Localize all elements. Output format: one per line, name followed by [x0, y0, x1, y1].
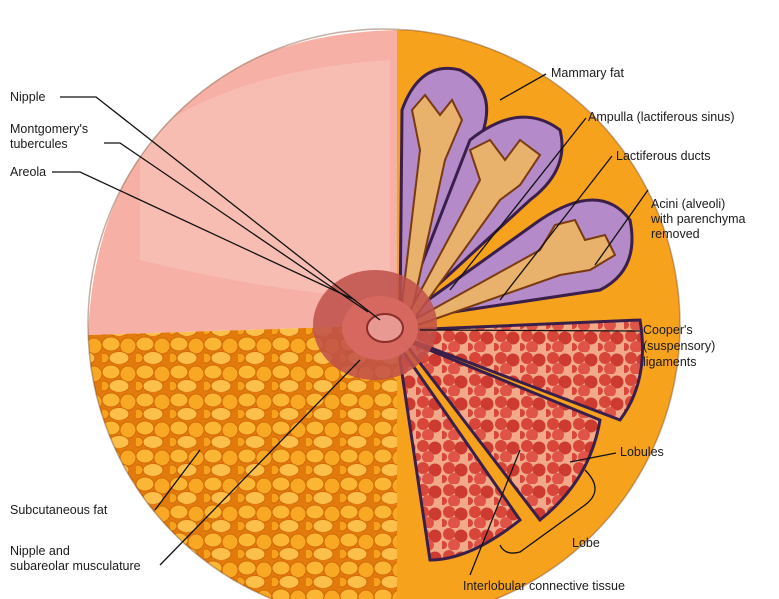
label-montgomery-2: tubercules [10, 137, 68, 151]
label-mammary-fat: Mammary fat [551, 66, 624, 80]
label-acini-2: with parenchyma [650, 212, 746, 226]
nipple [367, 314, 403, 342]
label-nipple-musculature-1: Nipple and [10, 544, 70, 558]
label-areola: Areola [10, 165, 46, 179]
label-acini-3: removed [651, 227, 700, 241]
label-coopers-2: (suspensory) [643, 339, 715, 353]
label-subcutaneous-fat: Subcutaneous fat [10, 503, 108, 517]
label-montgomery-1: Montgomery's [10, 122, 88, 136]
skin-highlight [140, 60, 390, 300]
label-acini-1: Acini (alveoli) [651, 197, 725, 211]
label-interlobular: Interlobular connective tissue [463, 579, 625, 593]
label-nipple-musculature-2: subareolar musculature [10, 559, 141, 573]
label-coopers-3: ligaments [643, 355, 697, 369]
label-lactiferous-ducts: Lactiferous ducts [616, 149, 711, 163]
label-lobe: Lobe [572, 536, 600, 550]
label-nipple: Nipple [10, 90, 45, 104]
label-lobules: Lobules [620, 445, 664, 459]
label-coopers-1: Cooper's [643, 323, 693, 337]
label-ampulla: Ampulla (lactiferous sinus) [588, 110, 735, 124]
